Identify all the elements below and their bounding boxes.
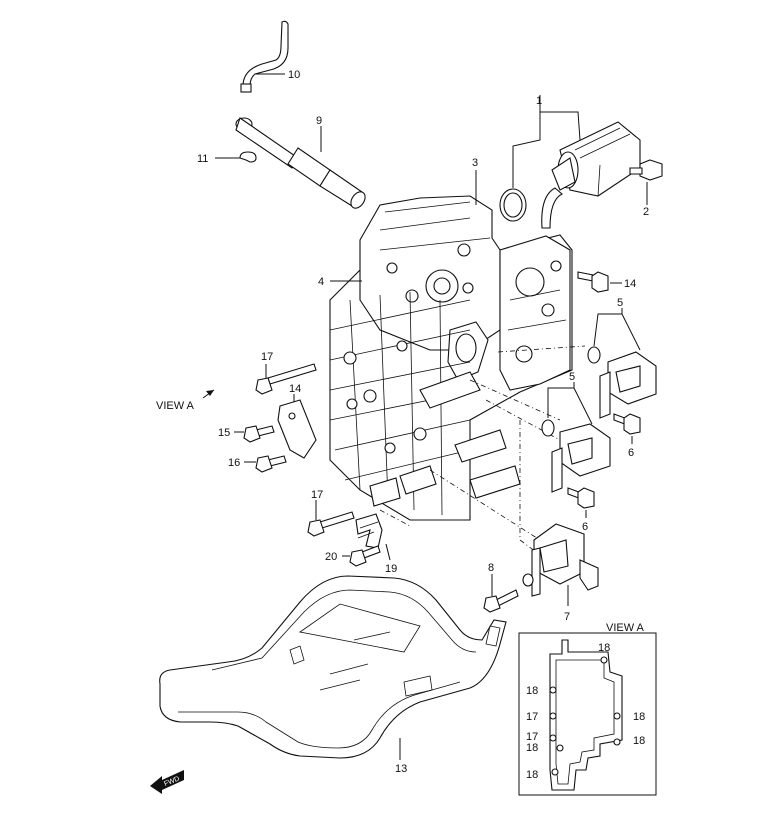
callout-10: 10 xyxy=(288,69,300,81)
part-10-hose xyxy=(240,20,289,93)
view-a-arrow-icon xyxy=(202,389,215,399)
valve-body-assembly xyxy=(329,195,573,521)
centerline-d xyxy=(379,509,411,527)
callout-17a: 17 xyxy=(261,351,273,363)
inset-label-2: 18 xyxy=(526,685,538,697)
part-19-clamp xyxy=(355,513,383,549)
inset-label-3: 17 xyxy=(526,711,538,723)
centerline-a xyxy=(469,379,561,421)
part-20-bolt xyxy=(349,545,381,567)
callout-19: 19 xyxy=(385,563,397,575)
part-2-bolt xyxy=(629,159,663,181)
callout-7: 7 xyxy=(564,611,570,623)
callout-9: 9 xyxy=(316,115,322,127)
centerline-c xyxy=(429,469,541,541)
front-direction-arrow-icon: FWD xyxy=(150,770,184,794)
callout-4: 4 xyxy=(318,276,324,288)
front-indicator-label: FWD xyxy=(163,775,180,787)
callout-15: 15 xyxy=(218,427,230,439)
leader-5b xyxy=(547,387,593,425)
leader-19 xyxy=(385,543,391,561)
callout-14b: 14 xyxy=(289,383,301,395)
part-17-bolt-lower xyxy=(307,511,355,537)
part-8-bolt xyxy=(483,573,534,613)
inset-label-7: 18 xyxy=(633,735,645,747)
part-7-solenoid xyxy=(531,523,599,597)
leader-1 xyxy=(512,111,581,188)
centerline-f xyxy=(519,420,541,556)
part-14-bolt-upper xyxy=(577,271,609,293)
callout-5b: 5 xyxy=(569,371,575,383)
inset-frame xyxy=(518,632,657,796)
part-17-bolt-upper xyxy=(255,363,317,395)
callout-11: 11 xyxy=(197,153,208,165)
view-a-inset: VIEW A 18 18 17 18 17 18 18 18 18 xyxy=(518,622,657,796)
inset-title: VIEW A xyxy=(606,622,645,634)
part-11-clip xyxy=(239,151,257,163)
callout-16: 16 xyxy=(228,457,240,469)
part-6-bolt-upper xyxy=(613,413,641,435)
part-16-bolt xyxy=(255,455,287,473)
inset-label-4: 18 xyxy=(633,711,645,723)
callout-13: 13 xyxy=(395,763,407,775)
inset-label-8: 18 xyxy=(526,769,538,781)
callout-14a: 14 xyxy=(624,278,636,290)
part-15-bolt xyxy=(243,425,275,443)
inset-label-6: 18 xyxy=(526,742,538,754)
callout-1: 1 xyxy=(536,95,542,107)
view-a-arrow-label: VIEW A xyxy=(156,400,195,412)
part-14-bracket xyxy=(277,399,317,459)
centerline-b xyxy=(485,399,561,441)
inset-label-5: 17 xyxy=(526,731,538,743)
leader-5a xyxy=(593,313,641,351)
part-6-bolt-lower xyxy=(567,487,595,509)
part-9-pipe xyxy=(235,117,366,209)
part-5-solenoid-upper xyxy=(587,346,657,419)
callout-17b: 17 xyxy=(311,489,323,501)
part-13-oil-strainer xyxy=(159,575,507,759)
part-1-sensor xyxy=(499,121,641,229)
callout-2: 2 xyxy=(643,206,649,218)
inset-label-1: 18 xyxy=(598,642,610,654)
callout-8: 8 xyxy=(488,562,494,574)
callout-6a: 6 xyxy=(628,447,634,459)
part-5-solenoid-lower xyxy=(541,419,611,493)
centerline-e xyxy=(497,345,586,353)
callout-20: 20 xyxy=(325,551,337,563)
callout-5a: 5 xyxy=(617,297,623,309)
callout-6b: 6 xyxy=(582,521,588,533)
callout-3: 3 xyxy=(472,157,478,169)
